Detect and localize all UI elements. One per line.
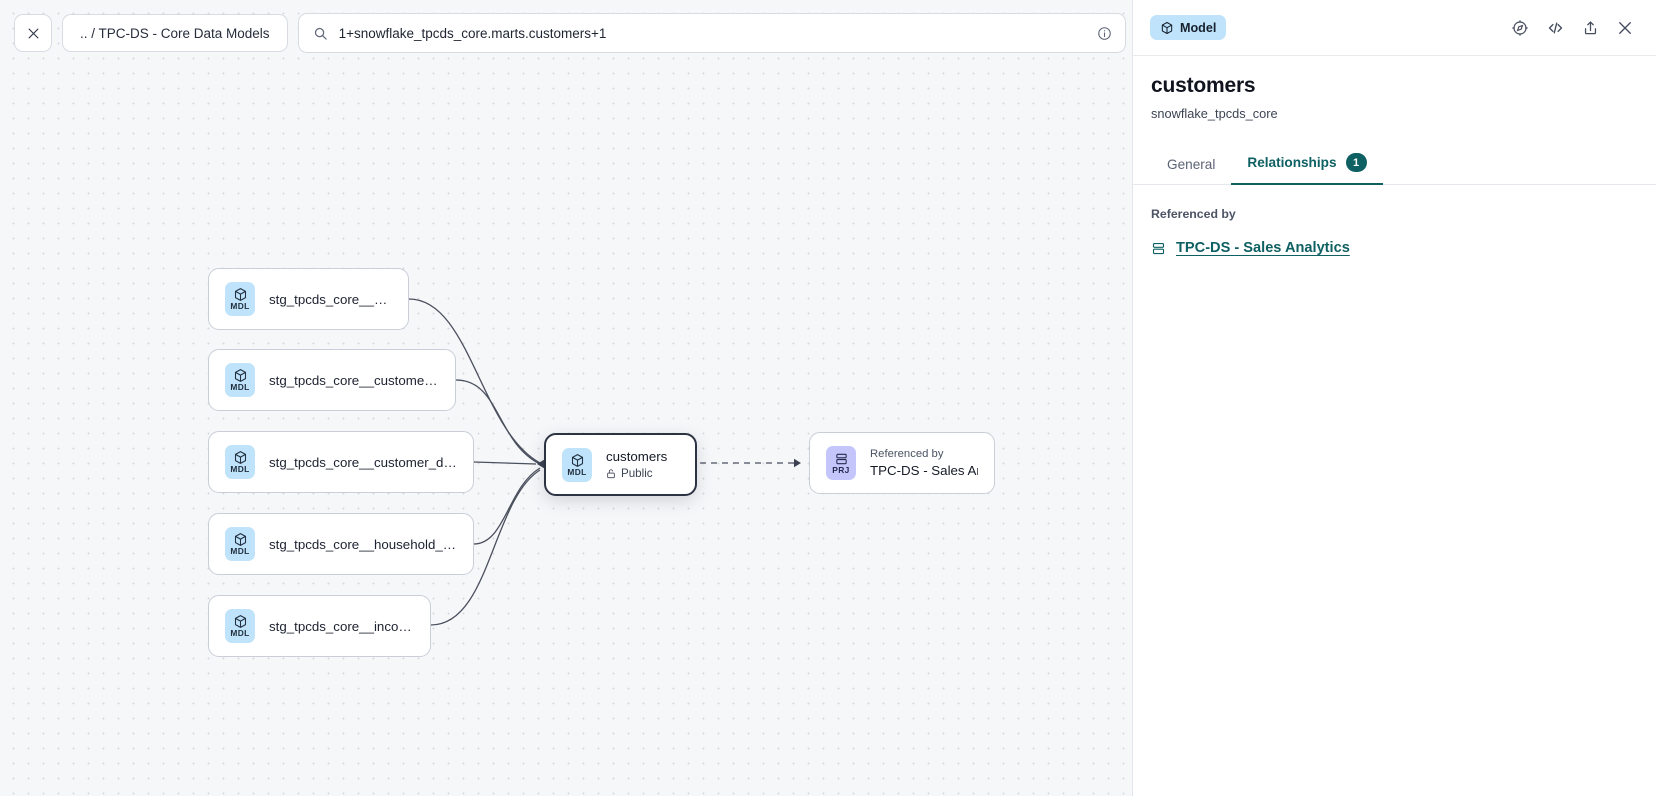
node-title: customers xyxy=(606,449,668,464)
referenced-by-section: Referenced by TPC-DS - Sales Analytics xyxy=(1133,185,1656,256)
graph-node-referenced-project[interactable]: PRJ Referenced by TPC-DS - Sales Analyti… xyxy=(809,432,995,494)
model-badge-icon: MDL xyxy=(225,609,255,643)
model-badge-icon: MDL xyxy=(225,445,255,479)
model-badge-icon: MDL xyxy=(225,363,255,397)
lineage-toolbar: .. / TPC-DS - Core Data Models 1+snowfla… xyxy=(0,0,1132,66)
node-label: stg_tpcds_core__household_demogr… xyxy=(269,536,457,552)
details-panel-title-block: customers snowflake_tpcds_core xyxy=(1133,56,1656,121)
graph-node-stg-customer[interactable]: MDL stg_tpcds_core__customer xyxy=(208,268,409,330)
node-label: stg_tpcds_core__customer_address xyxy=(269,372,439,388)
tab-relationships[interactable]: Relationships 1 xyxy=(1231,142,1383,185)
graph-node-stg-household-demographics[interactable]: MDL stg_tpcds_core__household_demogr… xyxy=(208,513,474,575)
info-icon[interactable] xyxy=(1097,26,1112,41)
lock-open-icon xyxy=(606,468,616,479)
cube-icon xyxy=(1160,21,1174,35)
graph-node-stg-customer-address[interactable]: MDL stg_tpcds_core__customer_address xyxy=(208,349,456,411)
lineage-nodes: MDL stg_tpcds_core__customer MDL stg_tpc… xyxy=(208,268,995,657)
tab-general-label: General xyxy=(1167,157,1216,172)
panel-action-group xyxy=(1511,19,1634,37)
node-title: TPC-DS - Sales Analytics xyxy=(870,463,978,478)
status-badge: 1 xyxy=(1345,153,1367,172)
node-body: Referenced by TPC-DS - Sales Analytics xyxy=(870,448,978,478)
referenced-project-link[interactable]: TPC-DS - Sales Analytics xyxy=(1176,240,1350,256)
lineage-canvas[interactable]: MDL stg_tpcds_core__customer MDL stg_tpc… xyxy=(0,0,1132,796)
lineage-search-input[interactable]: 1+snowflake_tpcds_core.marts.customers+1 xyxy=(297,13,1126,53)
breadcrumb[interactable]: .. / TPC-DS - Core Data Models xyxy=(62,14,288,52)
node-body: customers Public xyxy=(606,449,667,480)
node-visibility-label: Public xyxy=(621,467,653,480)
graph-node-stg-customer-demographics[interactable]: MDL stg_tpcds_core__customer_demogra… xyxy=(208,431,474,493)
node-kicker: Referenced by xyxy=(870,448,944,460)
node-label: stg_tpcds_core__income_band xyxy=(269,618,414,634)
page-subtitle: snowflake_tpcds_core xyxy=(1151,106,1278,121)
project-icon xyxy=(1151,241,1166,256)
search-value: 1+snowflake_tpcds_core.marts.customers+1 xyxy=(338,25,607,41)
model-type-label: Model xyxy=(1180,20,1217,35)
node-visibility: Public xyxy=(606,467,667,480)
page-title: customers xyxy=(1151,74,1256,97)
model-badge-icon: MDL xyxy=(225,527,255,561)
section-label: Referenced by xyxy=(1151,207,1236,221)
list-item[interactable]: TPC-DS - Sales Analytics xyxy=(1151,240,1638,256)
close-icon xyxy=(26,26,41,41)
close-icon[interactable] xyxy=(1616,19,1634,37)
share-icon[interactable] xyxy=(1582,19,1599,37)
details-panel: Model customers snowflake_tpcds_core xyxy=(1132,0,1656,796)
project-badge-icon: PRJ xyxy=(826,446,856,480)
graph-node-stg-income-band[interactable]: MDL stg_tpcds_core__income_band xyxy=(208,595,431,657)
details-tabs: General Relationships 1 xyxy=(1133,142,1656,185)
code-icon[interactable] xyxy=(1546,19,1565,37)
breadcrumb-label: .. / TPC-DS - Core Data Models xyxy=(80,25,270,41)
close-lineage-button[interactable] xyxy=(14,14,52,52)
tab-general[interactable]: General xyxy=(1151,146,1231,185)
node-label: stg_tpcds_core__customer_demogra… xyxy=(269,454,457,470)
model-type-badge: Model xyxy=(1150,15,1227,40)
node-label: stg_tpcds_core__customer xyxy=(269,291,392,307)
model-badge-icon: MDL xyxy=(225,282,255,316)
search-icon xyxy=(313,26,328,41)
explore-icon[interactable] xyxy=(1511,19,1529,37)
details-panel-header: Model xyxy=(1133,0,1656,56)
model-badge-icon: MDL xyxy=(562,447,592,482)
tab-relationships-label: Relationships xyxy=(1247,155,1337,170)
graph-node-customers-selected[interactable]: MDL customers Public xyxy=(544,433,697,496)
